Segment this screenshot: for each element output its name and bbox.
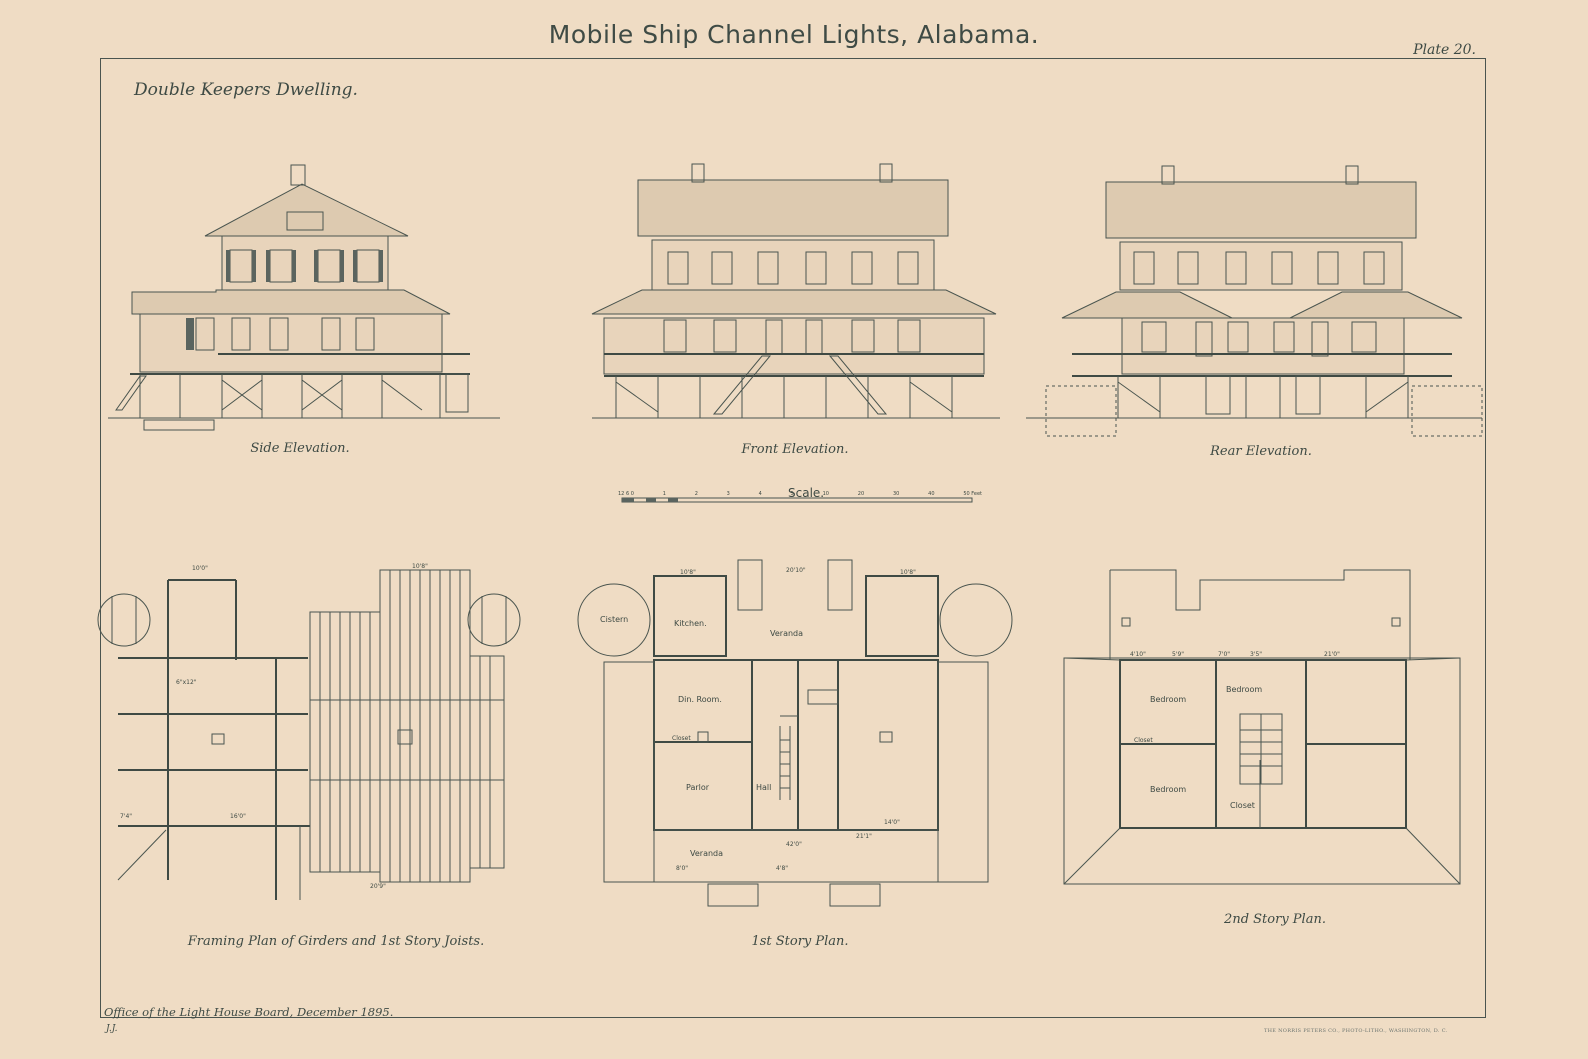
room-label: Closet	[1134, 737, 1153, 744]
side-elevation	[108, 164, 500, 431]
dim-label: 20'10"	[786, 567, 806, 574]
dim-label: 4'8"	[776, 865, 788, 872]
dim-label: 10'0"	[192, 565, 208, 572]
dim-label: 42'0"	[786, 841, 802, 848]
caption-framing-plan: Framing Plan of Girders and 1st Story Jo…	[187, 934, 485, 949]
dim-label: 21'0"	[1324, 651, 1340, 658]
room-label: Bedroom	[1150, 695, 1186, 704]
dim-label: 10'8"	[680, 569, 696, 576]
rear-elevation	[1026, 165, 1483, 437]
caption-first-story-plan: 1st Story Plan.	[751, 934, 849, 949]
room-label: Bedroom	[1150, 785, 1186, 794]
dim-label: 21'1"	[856, 833, 872, 840]
dim-label: 16'0"	[230, 813, 246, 820]
draftsman-initials: J.J.	[106, 1024, 118, 1034]
plate-number: Plate 20.	[1413, 42, 1476, 58]
scale-ticks: 12 6 0 1 2 3 4 5 10 20 30 40 50 Feet	[618, 491, 982, 497]
scale-tick: 2	[694, 491, 698, 497]
scale-label: Scale.	[788, 486, 825, 500]
room-label: Din. Room.	[678, 695, 722, 704]
room-label: Closet	[672, 735, 691, 742]
room-label: Parlor	[686, 783, 710, 792]
caption-rear-elevation: Rear Elevation.	[1210, 444, 1312, 459]
second-story-plan: 4'10" 5'9" 7'0" 3'5" 21'0" Bedroom Bedro…	[1063, 569, 1461, 885]
dim-label: 3'5"	[1250, 651, 1262, 658]
scale-tick: 4	[758, 491, 762, 497]
dim-label: 14'0"	[884, 819, 900, 826]
room-label: Veranda	[690, 849, 723, 858]
dim-label: 10'8"	[412, 563, 428, 570]
dim-label: 4'10"	[1130, 651, 1146, 658]
dim-label: 5'9"	[1172, 651, 1184, 658]
dim-label: 7'4"	[120, 813, 132, 820]
scale-tick: 20	[857, 491, 865, 497]
page-title: Mobile Ship Channel Lights, Alabama.	[548, 20, 1040, 49]
printer-imprint: THE NORRIS PETERS CO., PHOTO-LITHO., WAS…	[1264, 1028, 1448, 1034]
room-label: Veranda	[770, 629, 803, 638]
caption-side-elevation: Side Elevation.	[250, 441, 350, 456]
scale-tick: 1	[662, 491, 666, 497]
dim-label: 20'9"	[370, 883, 386, 890]
room-label: Kitchen.	[674, 619, 707, 628]
room-label: Closet	[1230, 801, 1255, 810]
scale-tick: 40	[928, 491, 935, 497]
framing-plan: 10'0" 10'8" 7'4" 16'0" 20'9" 6"x12"	[97, 563, 521, 900]
scale-tick: 5	[790, 491, 794, 497]
scale-tick: 30	[892, 491, 900, 497]
dim-label: 6"x12"	[176, 679, 197, 686]
caption-front-elevation: Front Elevation.	[741, 442, 849, 457]
front-elevation	[591, 163, 1000, 419]
room-label: Hall	[756, 783, 771, 792]
room-label: Cistern	[600, 615, 628, 624]
dim-label: 10'8"	[900, 569, 916, 576]
scale-bar	[621, 497, 973, 503]
drawing-subtitle: Double Keepers Dwelling.	[134, 80, 358, 100]
first-story-plan: 10'8" 20'10" 10'8" 42'0" 21'1" 14'0" 8'0…	[577, 559, 1013, 907]
scale-tick: 10	[822, 491, 829, 497]
drawing-border	[100, 58, 1486, 1018]
room-label: Bedroom	[1226, 685, 1262, 694]
caption-second-story-plan: 2nd Story Plan.	[1224, 912, 1326, 927]
scale-tick: 3	[726, 491, 730, 497]
scale-tick: 50 Feet	[963, 491, 982, 497]
dim-label: 7'0"	[1218, 651, 1230, 658]
scale-tick: 12 6 0	[618, 491, 634, 497]
office-credit: Office of the Light House Board, Decembe…	[104, 1005, 394, 1019]
dim-label: 8'0"	[676, 865, 688, 872]
